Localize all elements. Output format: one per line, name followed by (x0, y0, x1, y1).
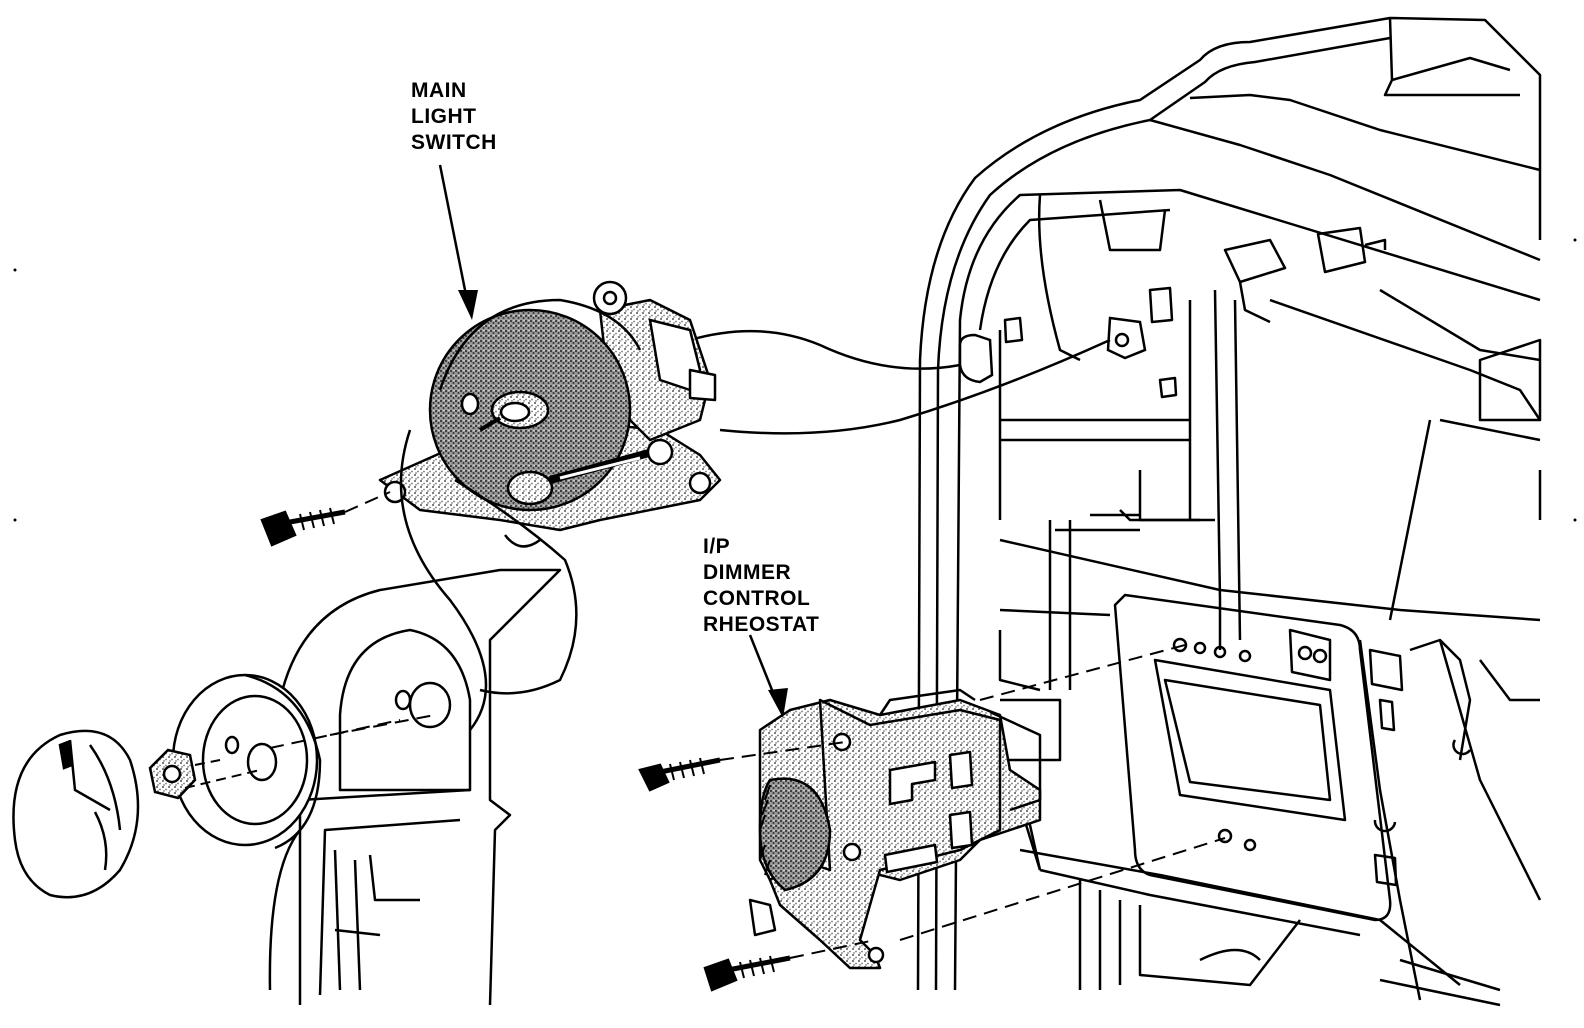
switch-knob (12, 729, 140, 899)
dimmer-rheostat-label: I/P DIMMER CONTROL RHEOSTAT (703, 534, 819, 638)
rheostat-screw-upper (638, 757, 721, 792)
frame-connector (958, 316, 1147, 384)
knob-guide-lines (184, 714, 436, 789)
bezel-ring (171, 673, 322, 850)
dimmer-rheostat-label-line-3: CONTROL (703, 587, 811, 610)
dimmer-rheostat-label-line-1: I/P (703, 535, 731, 558)
main-light-switch-label-line-1: MAIN (411, 79, 467, 102)
dash-panel (268, 568, 562, 1006)
rheostat-screw-lower (703, 955, 791, 992)
wiring-harness (689, 329, 1111, 435)
main-light-switch-label: MAIN LIGHT SWITCH (411, 78, 497, 156)
dimmer-rheostat-label-line-2: DIMMER (703, 561, 792, 584)
switch-screw (260, 491, 391, 547)
specks (13, 238, 1577, 522)
main-light-switch-label-line-3: SWITCH (411, 131, 497, 154)
rheostat-screw-guides (719, 644, 1226, 959)
main-light-switch-label-line-2: LIGHT (411, 105, 477, 128)
switch-bezel-guides (399, 429, 578, 731)
instrument-panel (916, 16, 1542, 1007)
dimmer-rheostat-label-line-4: RHEOSTAT (703, 613, 820, 636)
dimmer-leader (748, 634, 788, 718)
main-light-switch (378, 280, 722, 548)
dimmer-rheostat (748, 688, 1042, 970)
hex-nut (148, 748, 197, 800)
main-switch-leader (438, 164, 478, 320)
